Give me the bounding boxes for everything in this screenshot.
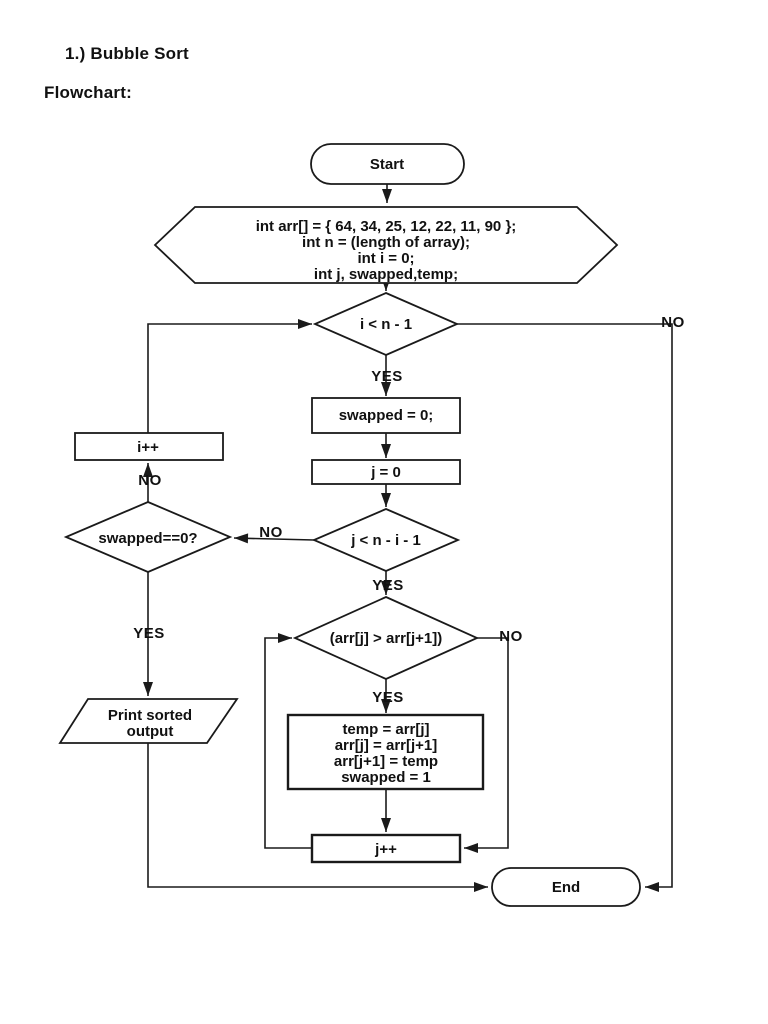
swap-process-shape (286, 713, 485, 791)
start-terminator-shape (310, 143, 465, 185)
swap-line-3: arr[j+1] = temp (334, 753, 438, 770)
start-label: Start (370, 156, 404, 173)
inner-condition-label: j < n - i - 1 (350, 532, 421, 549)
check-yes-label: YES (133, 625, 165, 642)
flowchart-heading: Flowchart: (44, 83, 132, 102)
increment-i-label: i++ (137, 439, 159, 456)
increment-j-process-shape (310, 833, 462, 864)
swap-line-4: swapped = 1 (341, 769, 431, 786)
edge-inner-no-to-check-swapped (233, 533, 315, 544)
reset-j-process-shape (311, 459, 461, 485)
reset-swapped-label: swapped = 0; (339, 407, 434, 424)
outer-yes-label: YES (371, 368, 403, 385)
compare-label: (arr[j] > arr[j+1]) (330, 630, 443, 647)
edge-increment-i-loop-to-outer-condition (147, 319, 312, 433)
outer-no-label: NO (661, 314, 685, 331)
inner-no-label: NO (259, 524, 283, 541)
print-output-line-1: Print sorted (108, 707, 192, 724)
edge-increment-j-loop-to-compare (264, 633, 312, 849)
init-line-3: int i = 0; (357, 250, 414, 267)
increment-j-label: j++ (374, 841, 397, 858)
print-output-parallelogram-shape (58, 698, 239, 744)
edge-print-to-end (147, 743, 488, 892)
end-label: End (552, 879, 580, 896)
init-hexagon-shape (153, 206, 619, 284)
end-terminator-shape (491, 867, 641, 907)
check-swapped-diamond-shape (63, 501, 233, 573)
init-line-1: int arr[] = { 64, 34, 25, 12, 22, 11, 90… (256, 218, 517, 235)
page-title: 1.) Bubble Sort (65, 44, 189, 63)
edge-outer-no-to-end (457, 323, 673, 892)
increment-i-process-shape (74, 432, 224, 461)
inner-condition-diamond-shape (311, 508, 461, 572)
print-output-line-2: output (127, 723, 174, 740)
swap-line-2: arr[j] = arr[j+1] (335, 737, 438, 754)
outer-condition-diamond-shape (312, 292, 460, 356)
reset-j-label: j = 0 (370, 464, 401, 481)
check-no-label: NO (138, 472, 162, 489)
check-swapped-label: swapped==0? (98, 530, 197, 547)
outer-condition-label: i < n - 1 (360, 316, 412, 333)
compare-diamond-shape (292, 596, 480, 680)
swap-line-1: temp = arr[j] (342, 721, 429, 738)
init-line-2: int n = (length of array); (302, 234, 470, 251)
compare-no-label: NO (499, 628, 523, 645)
init-line-4: int j, swapped,temp; (314, 266, 458, 283)
edge-compare-no-to-increment-j (464, 637, 509, 853)
reset-swapped-process-shape (311, 397, 461, 434)
inner-yes-label: YES (372, 577, 404, 594)
compare-yes-label: YES (372, 689, 404, 706)
